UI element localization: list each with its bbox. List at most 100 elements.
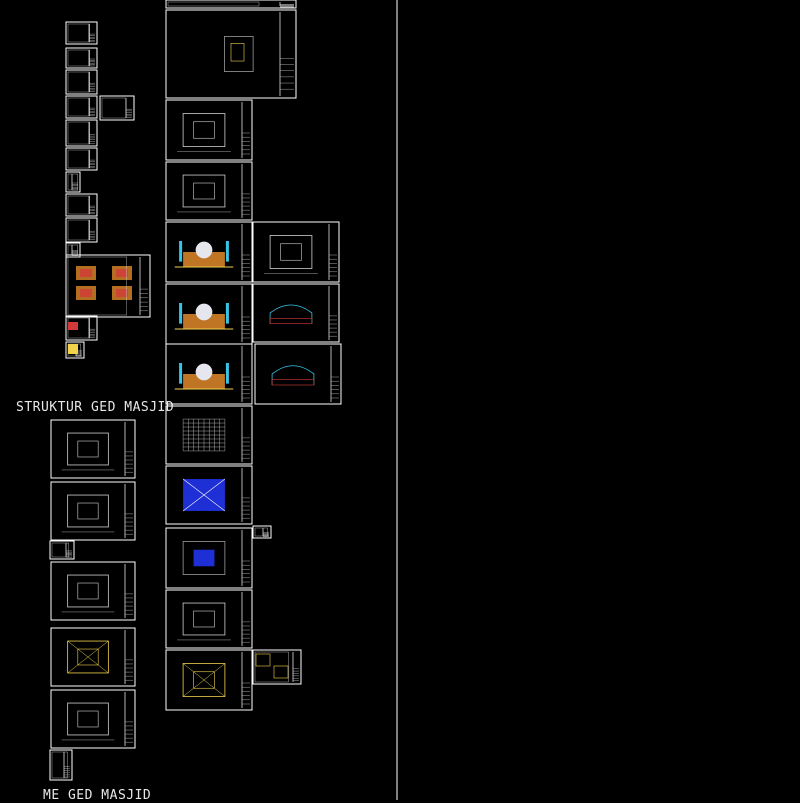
elevation-body [183,314,225,329]
drawing-sheet [252,525,272,539]
drawing-sheet [65,254,151,318]
drawing-sheet [165,283,253,345]
floor-plan [67,574,109,608]
me-ged-masjid-label: ME GED MASJID [43,788,152,803]
floor-plan-core [77,440,99,458]
floor-plan [182,174,226,208]
drawing-sheet [50,481,136,541]
drawing-sheet [252,283,340,343]
me-detail [273,665,289,679]
floor-plan [182,113,226,147]
sheet-border [65,341,85,359]
drawing-sheet [50,419,136,479]
drawing-sheet [252,221,340,283]
me-line [182,663,226,697]
dome [195,303,213,321]
floor-plan-core [77,582,99,600]
floor-plan-core [77,710,99,728]
drawing-sheet [65,171,81,193]
drawing-sheet [165,9,297,99]
sheet-border [165,405,253,465]
sheet-border [254,343,342,405]
floor-plan-core [77,502,99,520]
me-plan-core [193,671,215,689]
minaret-left [179,241,183,262]
mini-drawing [167,1,260,7]
drawing-sheet [50,561,136,621]
sheet-border [165,343,253,405]
me-plan-outline [182,663,226,697]
drawing-sheet [165,465,253,525]
mini-drawing [67,173,79,191]
sheet-border [252,525,272,539]
mini-drawing [67,49,90,67]
drawing-sheet [165,405,253,465]
drawing-sheet [65,69,98,95]
floor-plan-core [193,610,215,628]
sheet-border [252,649,302,685]
sheet-border [165,99,253,161]
drawing-sheet [50,627,136,687]
sheet-border [50,561,136,621]
mini-drawing [51,542,69,558]
drawing-sheet [165,99,253,161]
mini-drawing [67,256,127,316]
minaret-left [179,303,183,324]
detail-block-inner [80,289,92,297]
drawing-sheets [49,0,342,781]
drawing-sheet [65,217,98,243]
sheet-border [50,627,136,687]
furniture-details [68,266,132,354]
sheet-border [50,689,136,749]
sheet-border [49,540,75,560]
section-floor [271,379,315,386]
drawing-sheet [50,689,136,749]
sheet-border [252,221,340,283]
drawing-sheet [252,649,302,685]
dome [195,363,213,381]
sheet-border [65,147,98,171]
section-profile [271,365,315,385]
sheet-border [65,47,98,69]
drawing-sheet [65,147,98,171]
mini-drawing [67,71,90,93]
sheet-border [65,193,98,217]
elevation-body [183,252,225,267]
sheet-border [65,315,98,341]
small-detail [68,344,78,354]
drawing-sheet [165,589,253,649]
sheet-border [165,465,253,525]
sheet-border [99,95,135,121]
drawing-sheet [254,343,342,405]
drawing-sheet [65,119,98,147]
drawing-sheet [165,343,253,405]
mini-drawing [67,149,90,169]
detail-block-inner [116,269,128,277]
plan-core-fill [193,549,215,567]
drawing-sheet [165,649,253,711]
mini-drawing [67,219,90,241]
sheet-border [165,9,297,99]
struktur-ged-masjid-label: STRUKTUR GED MASJID [16,400,175,415]
mini-drawing [254,527,268,537]
dome [195,241,213,259]
drawing-sheet [65,47,98,69]
me-plan-core [77,648,99,666]
minaret-left [179,363,183,384]
roof-ridge [182,478,226,512]
sheet-border [165,0,297,9]
mini-drawing [67,195,90,215]
drawing-sheet [49,749,73,781]
drawing-sheet [99,95,135,121]
sheet-border [65,21,98,45]
mini-drawing [101,97,126,119]
floor-plan [269,235,313,269]
floor-plan [67,432,109,466]
elevation-body [183,374,225,389]
sheet-border [252,283,340,343]
mini-drawing [51,751,68,779]
drawing-sheet [165,0,297,9]
sheet-border [50,419,136,479]
floor-plan-core [193,121,215,139]
